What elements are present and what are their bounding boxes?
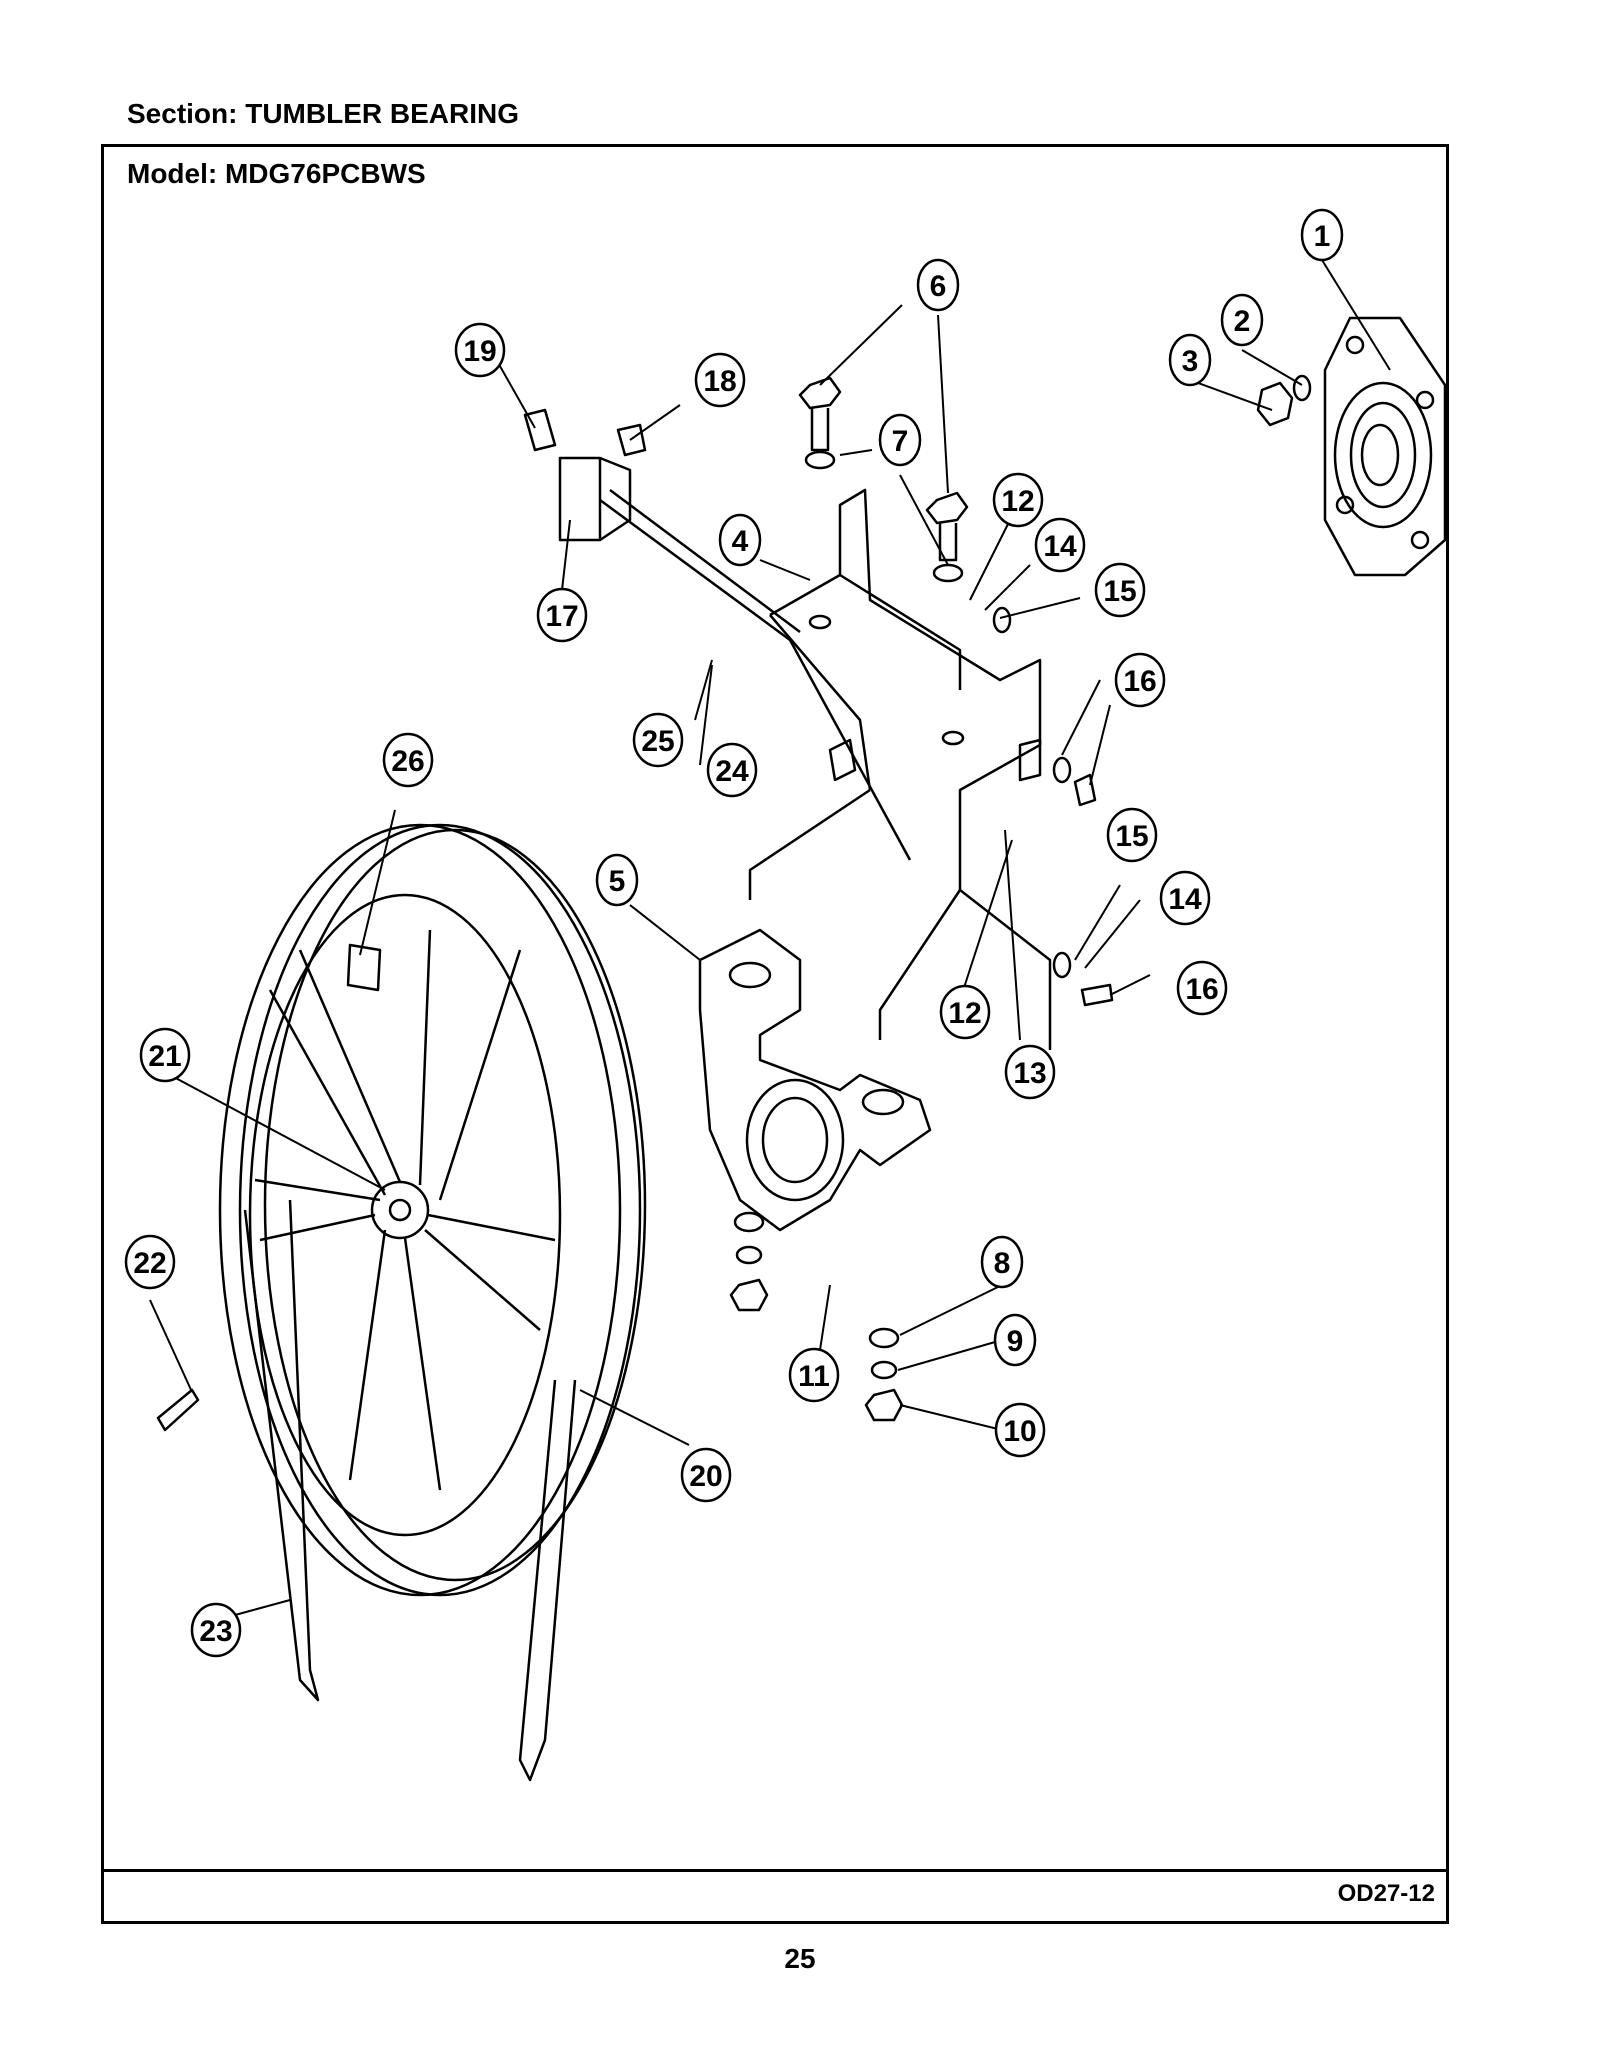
svg-text:24: 24 — [715, 755, 749, 788]
pulley-wheel-part — [218, 823, 647, 1597]
pillow-block-bearing-part — [698, 928, 932, 1232]
nut-part — [864, 1388, 904, 1422]
callout-14-lower: 14 — [1159, 870, 1211, 926]
svg-text:12: 12 — [948, 997, 981, 1030]
lock-washer-part — [870, 1360, 898, 1380]
svg-text:18: 18 — [703, 365, 736, 398]
bracket-plate-part — [558, 456, 602, 542]
svg-text:2: 2 — [1234, 305, 1251, 338]
svg-text:17: 17 — [545, 600, 578, 633]
small-plate-part — [346, 943, 382, 992]
svg-text:15: 15 — [1115, 820, 1148, 853]
svg-text:16: 16 — [1123, 665, 1156, 698]
svg-text:15: 15 — [1103, 575, 1136, 608]
svg-text:1: 1 — [1314, 220, 1331, 253]
key-part — [156, 1388, 200, 1432]
svg-text:16: 16 — [1185, 973, 1218, 1006]
callout-14-upper: 14 — [1034, 517, 1086, 573]
callout-7: 7 — [878, 413, 922, 467]
callout-15-upper: 15 — [1094, 562, 1146, 618]
svg-text:3: 3 — [1182, 345, 1199, 378]
callout-25: 25 — [632, 712, 684, 768]
callout-22: 22 — [124, 1234, 176, 1290]
callout-11: 11 — [788, 1347, 840, 1403]
callout-21: 21 — [139, 1027, 191, 1083]
flat-washer-part — [804, 450, 836, 470]
callout-5: 5 — [595, 853, 639, 907]
svg-text:9: 9 — [1007, 1325, 1024, 1358]
callout-12-upper: 12 — [992, 472, 1044, 528]
svg-text:4: 4 — [732, 525, 749, 558]
callout-26: 26 — [382, 732, 434, 788]
callout-3: 3 — [1168, 333, 1212, 387]
flange-bearing-part — [1323, 316, 1447, 577]
callout-20: 20 — [680, 1447, 732, 1503]
callout-4: 4 — [718, 513, 762, 567]
callout-15-lower: 15 — [1106, 807, 1158, 863]
svg-text:14: 14 — [1168, 883, 1202, 916]
callout-6: 6 — [916, 258, 960, 312]
svg-text:22: 22 — [133, 1247, 166, 1280]
svg-text:26: 26 — [391, 745, 424, 778]
callout-17: 17 — [536, 587, 588, 643]
callout-12-lower: 12 — [939, 984, 991, 1040]
drive-belt-part — [243, 1199, 320, 1702]
callout-bubbles: 1 2 3 4 5 6 7 8 9 10 11 12 12 13 14 14 1… — [124, 208, 1344, 1658]
svg-text:23: 23 — [199, 1615, 232, 1648]
svg-text:10: 10 — [1003, 1415, 1036, 1448]
svg-text:8: 8 — [994, 1247, 1011, 1280]
callout-16-lower: 16 — [1176, 960, 1228, 1016]
callout-18: 18 — [694, 352, 746, 408]
svg-text:6: 6 — [930, 270, 947, 303]
hex-bolt-part — [798, 376, 842, 410]
svg-text:12: 12 — [1001, 485, 1034, 518]
drawing-code: OD27-12 — [1337, 1880, 1435, 1907]
callout-8: 8 — [980, 1235, 1024, 1289]
callout-16-upper: 16 — [1114, 652, 1166, 708]
section-title: Section: TUMBLER BEARING — [127, 98, 519, 129]
svg-text:21: 21 — [148, 1040, 181, 1073]
svg-text:14: 14 — [1043, 530, 1077, 563]
svg-text:20: 20 — [689, 1460, 722, 1493]
model-title: Model: MDG76PCBWS — [127, 158, 426, 189]
clamp-part — [616, 423, 647, 457]
svg-text:25: 25 — [641, 725, 674, 758]
svg-text:11: 11 — [798, 1360, 830, 1393]
hex-nut-part — [1256, 381, 1294, 427]
drawing-frame — [101, 144, 1449, 1924]
callout-24: 24 — [706, 742, 758, 798]
svg-text:7: 7 — [892, 425, 909, 458]
svg-text:19: 19 — [463, 335, 496, 368]
svg-text:5: 5 — [609, 865, 626, 898]
callout-9: 9 — [993, 1313, 1037, 1367]
callout-19: 19 — [454, 322, 506, 378]
washer-part — [868, 1327, 900, 1349]
mounting-bracket-part — [748, 488, 1052, 1050]
callout-2: 2 — [1220, 293, 1264, 347]
washer-part — [1292, 374, 1312, 402]
callout-23: 23 — [190, 1602, 242, 1658]
callout-1: 1 — [1300, 208, 1344, 262]
callout-13: 13 — [1004, 1044, 1056, 1100]
svg-text:13: 13 — [1013, 1057, 1046, 1090]
page-number: 25 — [784, 1943, 816, 1974]
callout-10: 10 — [994, 1402, 1046, 1458]
threaded-stud-part — [523, 408, 557, 452]
frame-footer-divider — [101, 1869, 1449, 1872]
